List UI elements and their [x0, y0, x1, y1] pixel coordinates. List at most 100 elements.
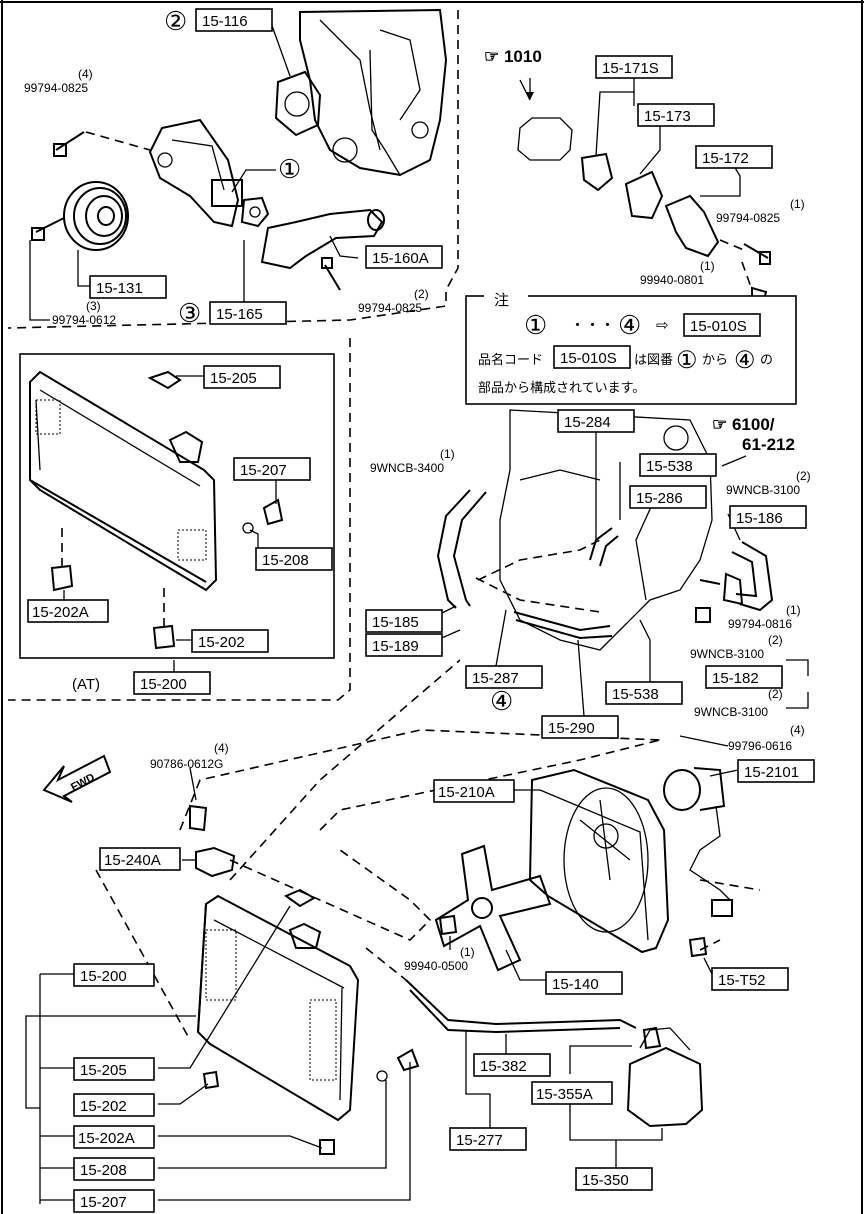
part-label-15-538-lower[interactable]: 15-538 — [612, 686, 659, 703]
reservoir-tank-drawing — [626, 1026, 704, 1128]
part-label-15-382[interactable]: 15-382 — [480, 1058, 527, 1075]
part-label-15-205[interactable]: 15-205 — [80, 1062, 127, 1079]
part-label-15-202a[interactable]: 15-202A — [78, 1130, 135, 1147]
note-formula-arrow: ⇨ — [656, 317, 669, 334]
main-radiator-drawing — [189, 804, 420, 1155]
note-line2-a: 品名コード — [478, 352, 543, 367]
bolt-b5-code: 99940-0801 — [640, 273, 704, 287]
arrowhead-1010 — [526, 92, 534, 100]
bolt-labels: (4) 99794-0825 (3) 99794-0612 (2) 99794-… — [24, 67, 811, 973]
part-label-15-350[interactable]: 15-350 — [582, 1172, 629, 1189]
note-line2-f: の — [760, 352, 773, 367]
callout-2: ② — [164, 6, 187, 36]
part-label-15-287[interactable]: 15-287 — [472, 670, 519, 687]
part-label-15-277[interactable]: 15-277 — [456, 1132, 503, 1149]
bolt-b10-qty: (2) — [768, 687, 783, 701]
fan-shroud-drawing — [528, 768, 670, 954]
fwd-label: FWD — [69, 771, 97, 793]
part-label-15-286[interactable]: 15-286 — [636, 490, 683, 507]
part-label-15-355a[interactable]: 15-355A — [536, 1086, 593, 1103]
bolt-b13-code: 99940-0500 — [404, 959, 468, 973]
fan-blade-drawing — [434, 844, 552, 972]
note-line3: 部品から構成されています。 — [478, 380, 645, 395]
engine-block-right-drawing — [499, 409, 713, 651]
part-label-15-208-at[interactable]: 15-208 — [262, 552, 309, 569]
bolts-left-drawing — [31, 131, 151, 241]
part-label-15-189[interactable]: 15-189 — [372, 638, 419, 655]
bolt-b12-leader — [189, 767, 197, 801]
note-title: 注 — [494, 292, 509, 309]
bolt-b6-qty: (1) — [440, 447, 455, 461]
bolt-b9-code: 9WNCB-3100 — [690, 647, 764, 661]
callout-1-leader — [231, 169, 276, 193]
callout-3: ③ — [178, 298, 201, 328]
note-box: 注 ① ・・・ ④ ⇨ 15-010S 品名コード 15-010S は図番 ① … — [465, 290, 797, 405]
part-label-15-171s[interactable]: 15-171S — [602, 60, 659, 77]
assembly-dash-lines — [95, 659, 761, 1041]
bolt-b2-code: 99794-0612 — [52, 313, 116, 327]
callout-4: ④ — [490, 686, 513, 716]
at-label: (AT) — [72, 676, 100, 693]
bolt-b4-qty: (1) — [790, 197, 805, 211]
bolt-b12-code: 90786-0612G — [150, 757, 223, 771]
part-label-15-172[interactable]: 15-172 — [702, 150, 749, 167]
part-label-15-2101[interactable]: 15-2101 — [744, 764, 799, 781]
bolt-b4-code: 99794-0825 — [716, 211, 780, 225]
inlet-pipe-drawing — [260, 208, 385, 291]
note-formula-dots: ・・・ — [570, 317, 615, 334]
bolt-b13-qty: (1) — [460, 945, 475, 959]
part-label-15-202[interactable]: 15-202 — [80, 1098, 127, 1115]
part-label-15-207-at[interactable]: 15-207 — [240, 462, 287, 479]
water-pump-drawing — [148, 118, 243, 228]
at-section-frame — [19, 353, 335, 659]
part-label-15-202-at[interactable]: 15-202 — [198, 634, 245, 651]
reference-1010[interactable]: ☞ 1010 — [484, 47, 542, 66]
part-label-15-240a[interactable]: 15-240A — [104, 852, 161, 869]
bolt-b10-code: 9WNCB-3100 — [694, 705, 768, 719]
part-label-15-207[interactable]: 15-207 — [80, 1194, 127, 1211]
bolt-b3-qty: (2) — [414, 287, 429, 301]
note-formula-to: ④ — [618, 310, 641, 340]
bolt-b12-qty: (4) — [214, 741, 229, 755]
part-label-15-160a[interactable]: 15-160A — [372, 250, 429, 267]
hoses-right-drawing — [436, 489, 774, 640]
part-label-15-202a-at[interactable]: 15-202A — [32, 604, 89, 621]
part-label-15-173[interactable]: 15-173 — [644, 108, 691, 125]
bolt-b9-qty: (2) — [768, 633, 783, 647]
at-radiator-drawing — [29, 370, 284, 650]
note-line2-box[interactable]: 15-010S — [560, 350, 617, 367]
part-label-15-182[interactable]: 15-182 — [712, 670, 759, 687]
thermostat-housing-drawing — [517, 79, 771, 302]
note-line2-b: は図番 — [634, 352, 673, 367]
part-label-15-165[interactable]: 15-165 — [216, 306, 263, 323]
part-label-15-185[interactable]: 15-185 — [372, 614, 419, 631]
part-label-15-t52[interactable]: 15-T52 — [718, 972, 766, 989]
part-label-15-284[interactable]: 15-284 — [564, 414, 611, 431]
note-formula-box[interactable]: 15-010S — [690, 318, 747, 335]
part-label-15-140[interactable]: 15-140 — [552, 976, 599, 993]
engine-block-drawing — [299, 8, 448, 177]
note-line2-c: ① — [676, 347, 698, 374]
part-label-15-538-upper[interactable]: 15-538 — [646, 458, 693, 475]
part-label-15-186[interactable]: 15-186 — [736, 510, 783, 527]
reference-61212[interactable]: 61-212 — [742, 435, 795, 454]
section-dividers — [7, 10, 459, 701]
part-label-15-200-at[interactable]: 15-200 — [140, 676, 187, 693]
reference-6100[interactable]: ☞ 6100/ — [712, 415, 775, 434]
bolt-b2-qty: (3) — [86, 299, 101, 313]
bolt-b1-code: 99794-0825 — [24, 81, 88, 95]
part-label-15-208[interactable]: 15-208 — [80, 1162, 127, 1179]
part-label-15-131[interactable]: 15-131 — [96, 280, 143, 297]
part-label-15-200[interactable]: 15-200 — [80, 968, 127, 985]
part-label-15-290[interactable]: 15-290 — [548, 720, 595, 737]
bolt-b6-code: 9WNCB-3400 — [370, 461, 444, 475]
bolt-b11-qty: (4) — [790, 723, 805, 737]
note-line2-d: から — [702, 352, 728, 367]
bolt-b7-code: 9WNCB-3100 — [726, 483, 800, 497]
part-label-15-205-at[interactable]: 15-205 — [210, 370, 257, 387]
bolt-b3-code: 99794-0825 — [358, 301, 422, 315]
part-label-15-116[interactable]: 15-116 — [202, 13, 248, 30]
part-label-15-210a[interactable]: 15-210A — [438, 784, 495, 801]
